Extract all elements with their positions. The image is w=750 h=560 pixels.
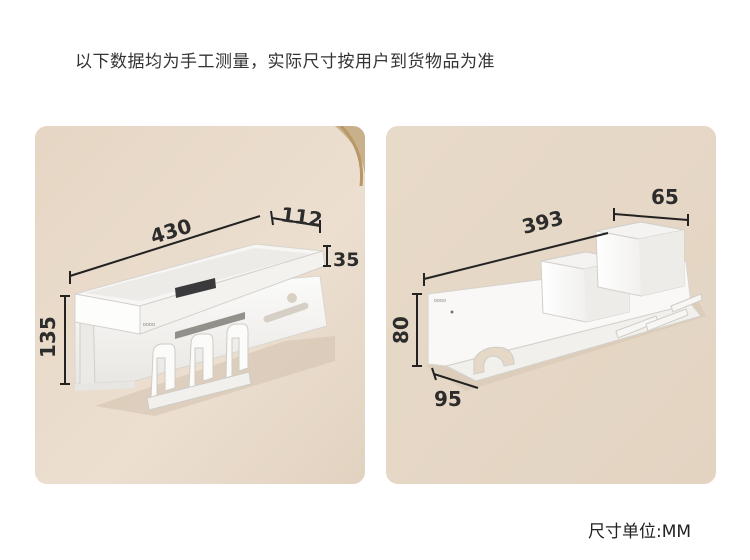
product-photo-shelf-with-hooks: ᴅᴅᴅᴅ 430 112 35 135	[35, 126, 365, 484]
shelf-illustration: ᴅᴅᴅᴅ 430 112 35 135	[35, 126, 365, 484]
tray-window	[175, 278, 216, 298]
depth-dimension: 65	[651, 185, 679, 209]
lip-height-dimension: 35	[333, 249, 359, 271]
hanger-hooks	[146, 323, 252, 411]
unit-label: 尺寸单位:MM	[588, 522, 692, 542]
hook-depth-dimension: 95	[434, 387, 462, 411]
measurement-note: 以下数据均为手工测量，实际尺寸按用户到货物品为准	[75, 52, 495, 72]
cup-rack-illustration: ᴅᴅᴅᴅ	[386, 126, 716, 484]
cups	[540, 221, 685, 323]
mirror-edge	[335, 126, 365, 196]
height-dimension: 135	[36, 316, 60, 358]
depth-dimension: 112	[279, 202, 324, 232]
brand-mark: ᴅᴅᴅᴅ	[143, 322, 155, 328]
height-dimension: 80	[389, 316, 413, 344]
brand-mark: ᴅᴅᴅᴅ	[434, 298, 446, 304]
product-photo-cup-holder-rack: ᴅᴅᴅᴅ	[386, 126, 716, 484]
